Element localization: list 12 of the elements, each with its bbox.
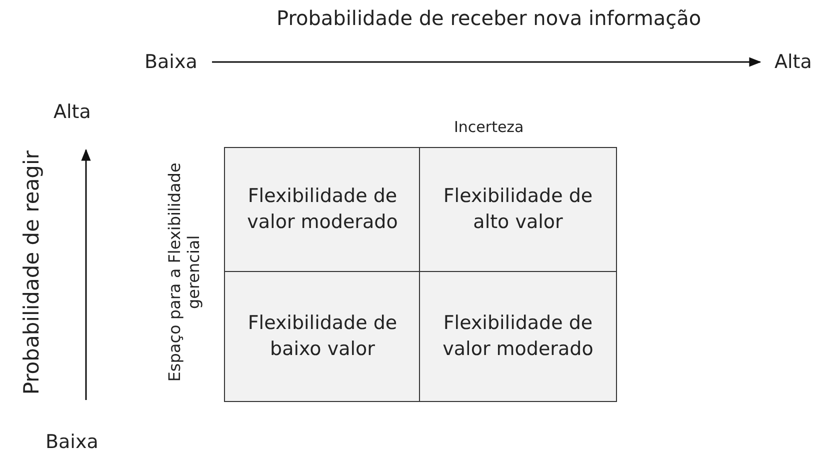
- axis-label: Baixa: [46, 430, 98, 454]
- axis-label: Alta: [774, 50, 812, 74]
- axis-title: Probabilidade de receber nova informação: [276, 6, 702, 30]
- axis-label: Baixa: [144, 50, 198, 74]
- matrix-cell: Flexibilidade de valor moderado: [224, 147, 421, 273]
- matrix-cell: Flexibilidade de valor moderado: [419, 271, 617, 402]
- axis-title: Espaço para a Flexibilidade gerencial: [164, 162, 204, 384]
- axis-title: Probabilidade de reagir: [19, 150, 44, 394]
- matrix-cell: Flexibilidade de alto valor: [419, 147, 617, 273]
- matrix-cell: Flexibilidade de baixo valor: [224, 271, 421, 402]
- axis-title: Incerteza: [454, 118, 524, 136]
- axis-label: Alta: [54, 100, 91, 124]
